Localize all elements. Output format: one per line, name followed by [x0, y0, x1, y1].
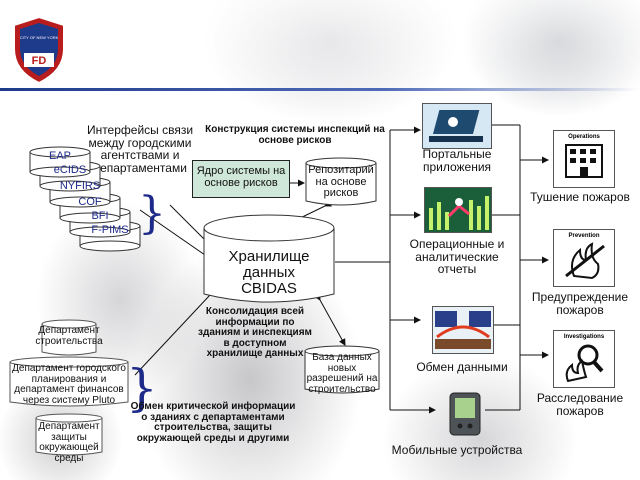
department-brace-icon: }: [126, 359, 158, 417]
agency-eap: EAP: [48, 150, 71, 162]
risk-construction-caption: Конструкция системы инспекций на основе …: [205, 124, 385, 146]
risk-core-box: Ядро системы на основе рисков: [192, 160, 290, 198]
agency-cylinders: [29, 146, 141, 252]
warehouse-cylinder-shape: [203, 214, 335, 303]
outcome-title-prevention: Prevention: [568, 233, 600, 239]
outcome-label-investigations: Расследование пожаров: [536, 391, 624, 418]
outcome-icon-prevention: Prevention: [553, 229, 615, 287]
svg-text:FD: FD: [32, 55, 47, 67]
channel-icon-mobile: [448, 392, 482, 436]
channel-label-exchange: Обмен данными: [416, 360, 508, 374]
operations-icon: [565, 144, 603, 178]
outcome-icon-operations: Operations: [553, 130, 615, 188]
outcome-label-operations: Тушение пожаров: [530, 190, 630, 204]
channel-icon-analytics: [424, 187, 492, 233]
risk-core-label: Ядро системы на основе рисков: [196, 165, 286, 189]
header-band: [0, 0, 640, 88]
department-building: Департамент строительства: [35, 325, 103, 347]
logo-text: CITY OF NEW YORK: [19, 35, 59, 40]
header-rule: [0, 88, 640, 91]
department-stack: Департамент строительства Департамент го…: [8, 318, 130, 463]
agency-bfi: BFI: [91, 210, 109, 222]
pda-icon: [449, 392, 481, 436]
outcome-title-investigations: Investigations: [563, 334, 605, 340]
repository-cylinder-shape: [305, 157, 377, 206]
department-environment: Департамент защиты окружающей среды: [38, 421, 100, 464]
interfaces-title: Интерфейсы связи между городскими агентс…: [86, 123, 194, 175]
channel-label-portal: Портальные приложения: [422, 147, 492, 174]
outcome-icon-investigations: Investigations: [553, 330, 615, 388]
permits-db-label: База данных новых разрешений на строител…: [306, 352, 378, 395]
agency-brace-icon: }: [138, 188, 166, 239]
warehouse-cylinder: Хранилище данных CBIDAS: [203, 214, 335, 310]
portal-icon: [423, 104, 491, 148]
exchange-caption: Обмен критической информации о зданиях с…: [130, 401, 296, 444]
repository-cylinder: Репозитарий на основе рисков: [305, 157, 377, 209]
channel-icon-portal: [422, 103, 492, 149]
consolidation-caption: Консолидация всей информации по зданиям …: [198, 306, 312, 359]
prevention-icon: [565, 242, 605, 280]
department-stack-shapes: [9, 319, 129, 456]
permits-db-cylinder: База данных новых разрешений на строител…: [304, 345, 380, 397]
fdny-shield-icon: FD: [13, 15, 65, 85]
analytics-chart-icon: [425, 188, 491, 232]
agency-ecids: eCIDS: [53, 164, 87, 176]
agency-nyfirs: NYFIRS: [59, 180, 101, 192]
warehouse-label: Хранилище данных CBIDAS: [228, 248, 310, 297]
channel-label-analytics: Операционные и аналитические отчеты: [409, 237, 505, 277]
investigations-icon: [565, 344, 604, 383]
channel-label-mobile: Мобильные устройства: [391, 443, 523, 457]
channel-icon-exchange: [432, 306, 494, 354]
outcome-label-prevention: Предупреждение пожаров: [531, 290, 629, 317]
data-exchange-icon: [433, 307, 493, 353]
permits-db-shape: [304, 345, 380, 394]
outcome-title-operations: Operations: [568, 134, 600, 140]
department-planning: Департамент городского планирования и де…: [12, 363, 126, 406]
agency-cof: COF: [78, 196, 102, 208]
repository-label: Репозитарий на основе рисков: [308, 164, 374, 200]
agency-stack: EAP eCIDS NYFIRS COF BFI F-PIMS: [20, 146, 150, 256]
agency-fpims: F-PIMS: [91, 224, 129, 236]
fdny-logo: FD CITY OF NEW YORK: [10, 15, 68, 85]
